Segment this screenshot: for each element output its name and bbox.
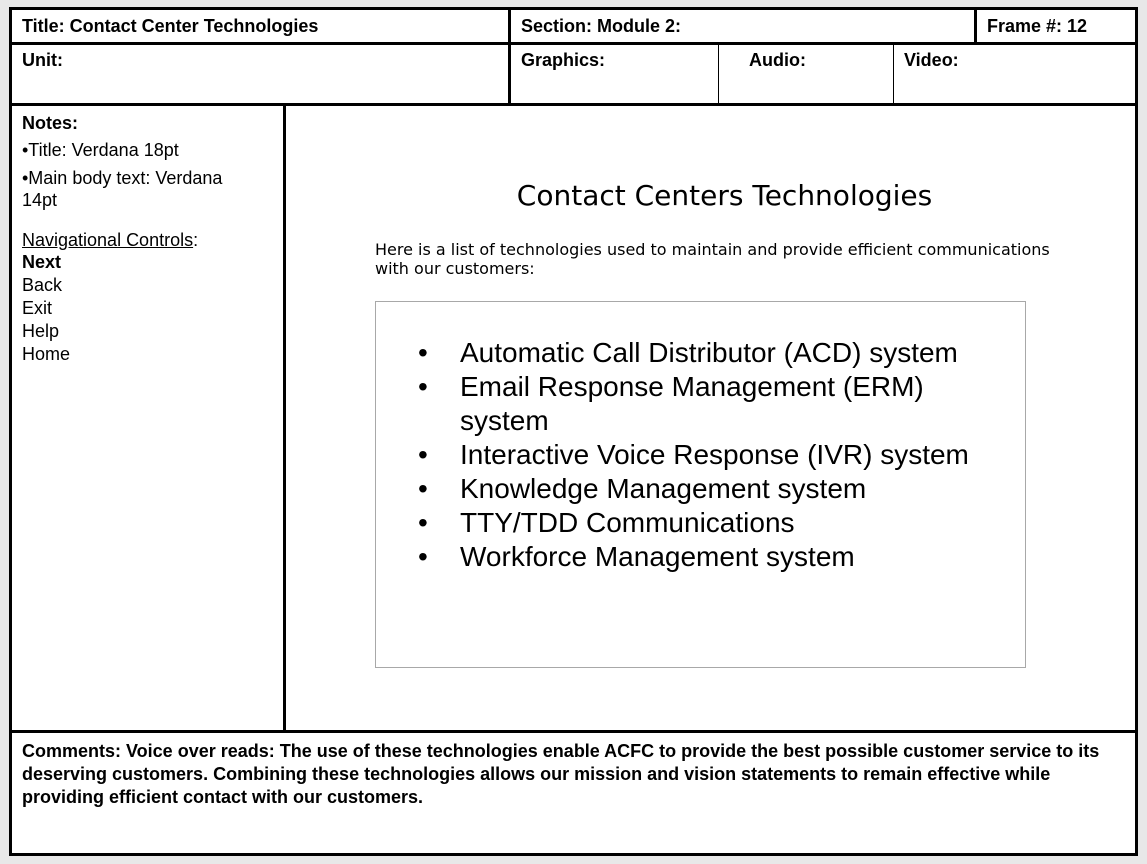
bullet: •	[418, 507, 428, 538]
frame-title: Title: Contact Center Technologies	[22, 16, 319, 36]
technology-list-box: •Automatic Call Distributor (ACD) system…	[375, 301, 1026, 668]
divider-audio-video	[893, 45, 894, 103]
divider-row2	[12, 103, 1135, 106]
divider-graphics-audio	[718, 45, 719, 103]
notes-body-font-2: 14pt	[22, 190, 58, 210]
frame-number: Frame #: 12	[987, 16, 1088, 36]
list-item: •Knowledge Management system	[418, 473, 867, 504]
nav-item-exit: Exit	[22, 298, 53, 318]
divider-section-frame	[974, 10, 977, 43]
notes-heading: Notes:	[22, 113, 79, 133]
slide-title: Contact Centers Technologies	[516, 179, 933, 212]
divider-title-section	[508, 10, 511, 106]
list-item: •Workforce Management system	[418, 541, 855, 572]
bullet: •	[418, 541, 428, 572]
notes-title-font: •Title: Verdana 18pt	[22, 140, 179, 160]
divider-header	[12, 42, 1135, 45]
list-item: •Email Response Management (ERM) system	[418, 371, 924, 436]
section-label: Section: Module 2:	[521, 16, 682, 36]
nav-item-next: Next	[22, 252, 62, 272]
notes-body-font-1: •Main body text: Verdana	[22, 168, 223, 188]
notes-panel: Notes: •Title: Verdana 18pt •Main body t…	[22, 112, 282, 365]
nav-controls-heading: Navigational Controls:	[22, 230, 199, 250]
list-item: •Automatic Call Distributor (ACD) system	[418, 337, 958, 368]
nav-item-help: Help	[22, 321, 60, 341]
bullet: •	[418, 371, 428, 402]
slide-intro: Here is a list of technologies used to m…	[375, 240, 1050, 278]
divider-notes-content	[283, 103, 286, 732]
video-label: Video:	[904, 50, 959, 70]
technology-list: •Automatic Call Distributor (ACD) system…	[418, 336, 988, 574]
list-item: •Interactive Voice Response (IVR) system	[418, 439, 969, 470]
nav-item-back: Back	[22, 275, 63, 295]
unit-label: Unit:	[22, 50, 63, 70]
bullet: •	[418, 473, 428, 504]
graphics-label: Graphics:	[521, 50, 606, 70]
audio-label: Audio:	[749, 50, 806, 70]
nav-item-home: Home	[22, 344, 71, 364]
bullet: •	[418, 337, 428, 368]
storyboard-frame: Title: Contact Center Technologies Secti…	[9, 7, 1138, 856]
bullet: •	[418, 439, 428, 470]
divider-comments	[12, 730, 1135, 733]
list-item: •TTY/TDD Communications	[418, 507, 795, 538]
comments-text: Comments: Voice over reads: The use of t…	[22, 741, 1100, 807]
